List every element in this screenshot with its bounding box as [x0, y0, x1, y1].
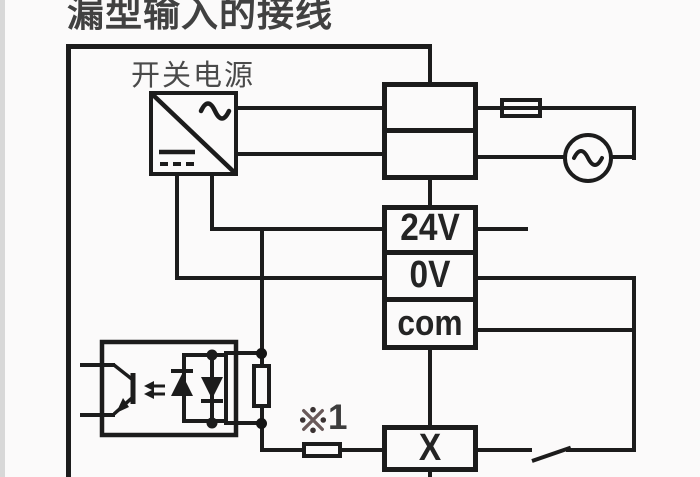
io-terminal-divider: [384, 250, 476, 255]
psu-label: 开关电源: [131, 60, 256, 92]
24v-to-input-wire: [260, 229, 264, 452]
0v-right-wire: [476, 276, 636, 280]
enclosure-right-border-segment: [428, 44, 432, 86]
junction-dot: [256, 418, 267, 429]
input-fuse-icon: [302, 442, 342, 458]
reference-number: 1: [328, 398, 348, 437]
power-terminal-divider: [384, 128, 476, 133]
psu-0v-lead: [175, 173, 179, 280]
optocoupler-icon: [80, 339, 239, 438]
junction-dot: [256, 348, 267, 359]
enclosure-right-border-segment: [428, 178, 432, 209]
junction-dot: [206, 417, 218, 429]
fuse-wire-left: [476, 106, 502, 110]
ac-dc-converter-icon: [150, 92, 237, 175]
ac-wave-icon: [198, 101, 232, 121]
terminal-0v-label: 0V: [409, 254, 451, 296]
com-right-wire: [476, 328, 634, 332]
input-fuse-wire-left: [260, 448, 306, 452]
resistor-icon: [252, 364, 271, 408]
enclosure-right-border-segment: [428, 469, 432, 477]
psu-to-lterm-wire: [236, 106, 384, 110]
fuse-element-line: [504, 106, 538, 110]
screen-left-edge: [0, 0, 5, 477]
reference-mark-icon: [299, 406, 327, 434]
terminal-24v-label: 24V: [400, 207, 460, 249]
fuse-wire-right: [540, 106, 636, 110]
ac-loop-right-wire: [632, 106, 636, 160]
input-fuse-wire-right: [338, 448, 384, 452]
switch-right-wire: [566, 448, 636, 452]
optocoupler-outer-box: [99, 339, 239, 438]
io-terminal-block: [382, 205, 478, 350]
x-right-wire: [476, 448, 532, 452]
diagram-title: 漏型输入的接线: [67, 0, 333, 34]
enclosure-top-border: [66, 44, 432, 49]
led-top-wire: [224, 351, 264, 355]
psu-to-0v-wire: [175, 276, 384, 280]
diode-down-icon: [201, 377, 223, 399]
enclosure-right-border-segment: [428, 348, 432, 428]
ac-source-icon: [563, 133, 613, 183]
enclosure-left-border: [66, 44, 71, 477]
psu-box: [149, 91, 238, 176]
24v-right-stub-wire: [476, 227, 528, 231]
terminal-x-label: X: [418, 427, 442, 469]
terminal-com-label: com: [397, 302, 463, 343]
ac-source-right-wire: [610, 155, 636, 159]
external-common-wire: [632, 276, 636, 452]
psu-to-24v-wire: [210, 227, 384, 231]
ac-source-left-wire: [476, 155, 565, 159]
junction-dot: [206, 349, 218, 361]
io-terminal-divider: [384, 297, 476, 302]
ac-source-wave-icon: [572, 149, 604, 167]
psu-to-nterm-wire: [236, 152, 384, 156]
led-bottom-wire: [224, 421, 264, 425]
psu-24v-lead: [210, 173, 214, 231]
led-pair-box: [182, 353, 228, 423]
